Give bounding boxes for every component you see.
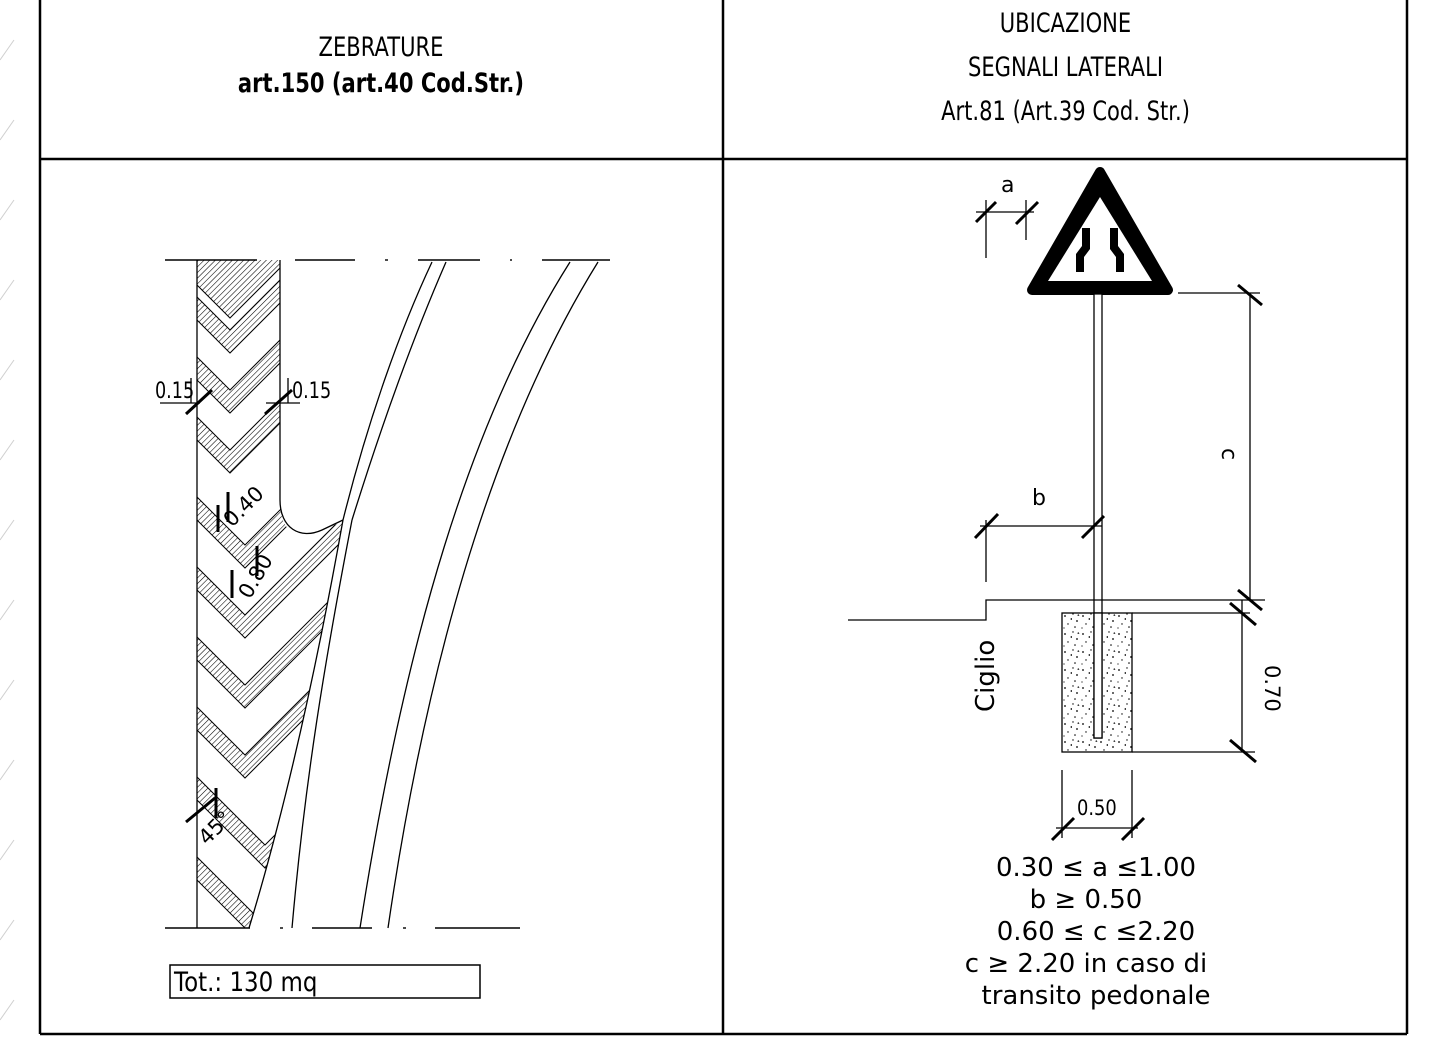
dimension-c [1178, 283, 1263, 612]
zebrature-drawing: 0.15 0.15 0.40 0.80 45° Tot.: 130 mq [155, 259, 610, 999]
dimension-foundation-depth [1132, 600, 1257, 764]
dimension-stripe-width [216, 492, 230, 532]
dimension-b-label: b [1032, 486, 1046, 511]
dimension-stripe-gap [230, 546, 259, 598]
left-panel-header: ZEBRATURE art.150 (art.40 Cod.Str.) [40, 30, 722, 102]
dimension-stripe-width-label: 0.40 [219, 481, 269, 531]
road-narrows-sign-icon [1027, 167, 1173, 295]
dimension-width-right-label: 0.15 [292, 378, 331, 403]
table-frame [38, 0, 1409, 1036]
dimension-foundation-width [1050, 770, 1146, 842]
ground-curb-line [848, 599, 1265, 621]
dimension-width-right [264, 378, 300, 416]
curb-label: Ciglio [971, 640, 1001, 712]
rules-block: 0.30 ≤ a ≤1.00 b ≥ 0.50 0.60 ≤ c ≤2.20 c… [965, 853, 1211, 1011]
rule-b: b ≥ 0.50 [1030, 885, 1143, 915]
dimension-foundation-depth-label: 0.70 [1260, 665, 1284, 712]
lane-lines [291, 261, 599, 929]
total-area-box [169, 964, 481, 999]
dimension-a [974, 200, 1040, 258]
dimension-width-left [160, 378, 214, 416]
dimension-foundation-width-label: 0.50 [1077, 796, 1117, 821]
right-panel-article: Art.81 (Art.39 Cod. Str.) [941, 96, 1190, 127]
left-panel-title: ZEBRATURE [318, 32, 444, 63]
left-panel-subtitle: art.150 (art.40 Cod.Str.) [237, 68, 525, 99]
dimension-width-left-label: 0.15 [155, 378, 194, 403]
right-panel-header: UBICAZIONE SEGNALI LATERALI Art.81 (Art.… [724, 2, 1407, 134]
dimension-angle [185, 788, 218, 824]
sheet-edge-hatching [0, 39, 15, 1021]
dimension-a-label: a [1001, 173, 1014, 198]
rule-c: 0.60 ≤ c ≤2.20 [997, 917, 1195, 947]
rule-a: 0.30 ≤ a ≤1.00 [996, 853, 1196, 883]
sign-placement-drawing: a b c 0.70 [848, 167, 1284, 1011]
dimension-b [973, 512, 1106, 582]
right-panel-subtitle: SEGNALI LATERALI [967, 52, 1164, 83]
rule-c-pedestrian-cont: transito pedonale [982, 981, 1211, 1011]
right-panel-title: UBICAZIONE [999, 8, 1132, 39]
rule-c-pedestrian: c ≥ 2.20 in caso di [965, 949, 1207, 979]
dimension-c-label: c [1216, 448, 1241, 460]
traffic-island-outline [196, 260, 344, 929]
total-area-label: Tot.: 130 mq [173, 966, 317, 997]
